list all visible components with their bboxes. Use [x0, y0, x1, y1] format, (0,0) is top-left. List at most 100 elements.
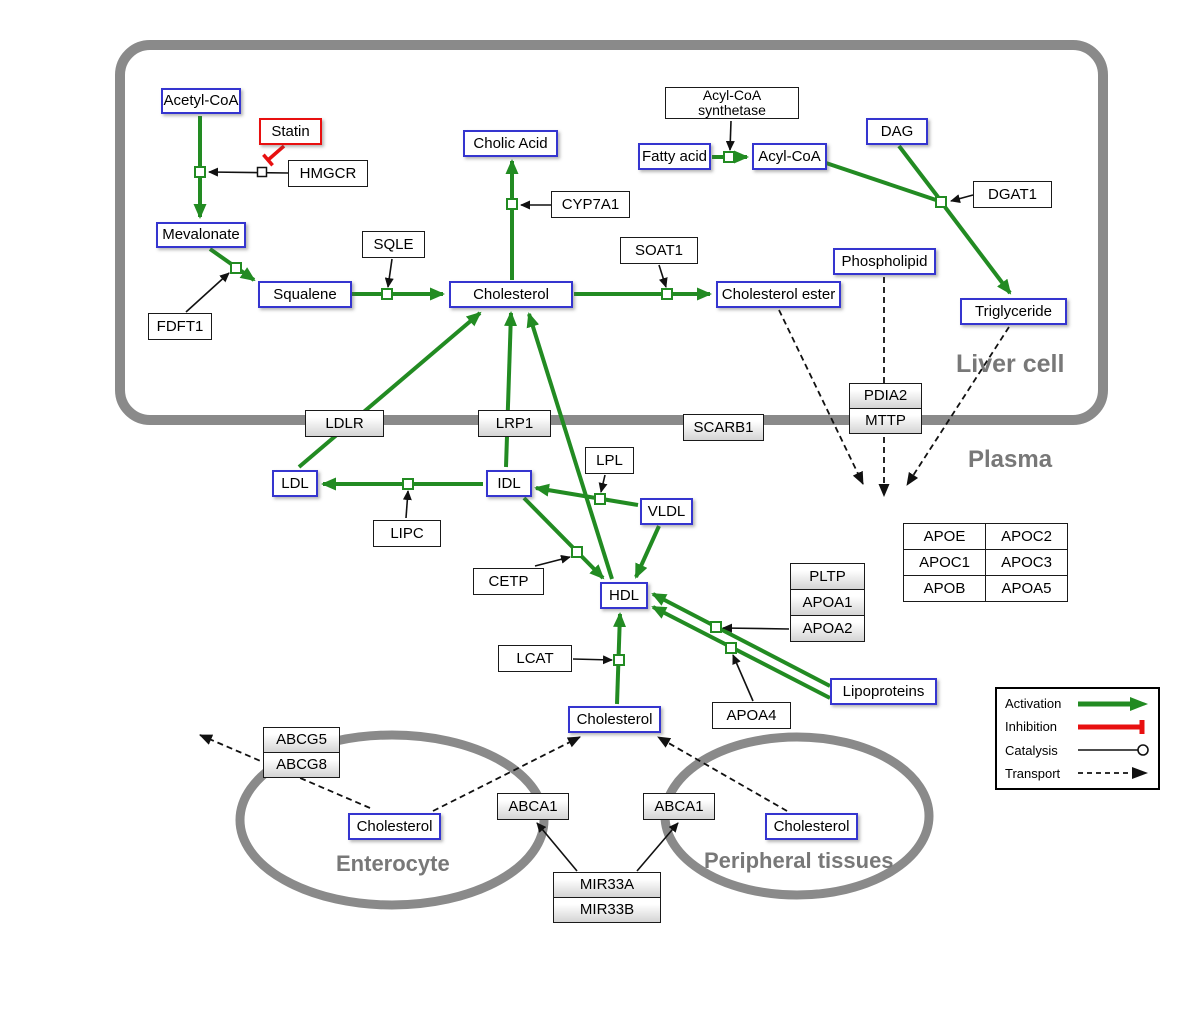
- node-lpl[interactable]: LPL: [585, 447, 634, 474]
- transport-peripheral-cholesterol-to-plasma: [657, 736, 788, 812]
- reaction-node-acs: [723, 151, 735, 163]
- node-soat1[interactable]: SOAT1: [620, 237, 698, 264]
- node-abca1-peripheral[interactable]: ABCA1: [643, 793, 715, 820]
- node-sqle[interactable]: SQLE: [362, 231, 425, 258]
- node-fatty-acid[interactable]: Fatty acid: [638, 143, 711, 170]
- node-apob[interactable]: APOB: [904, 576, 986, 602]
- node-apoa4[interactable]: APOA4: [712, 702, 791, 729]
- catalysis-apoa4: [732, 654, 754, 702]
- inhibition-tee-head: [262, 153, 274, 167]
- catalysis-acylcoa-synthetase: [725, 120, 735, 151]
- node-cholesterol-peripheral[interactable]: Cholesterol: [765, 813, 858, 840]
- catalysis-fdft1: [185, 272, 230, 313]
- catalysis-soat1: [658, 264, 668, 288]
- reaction-node-hmgcr: [194, 166, 206, 178]
- node-acyl-coa[interactable]: Acyl-CoA: [752, 143, 827, 170]
- legend: Activation Inhibition Catalysis Transpor…: [995, 687, 1160, 790]
- node-vldl[interactable]: VLDL: [640, 498, 693, 525]
- node-acetyl-coa[interactable]: Acetyl-CoA: [161, 88, 241, 114]
- reaction-node-apoa-lower: [725, 642, 737, 654]
- reaction-node-dgat1: [935, 196, 947, 208]
- activation-vldl-to-hdl: [634, 525, 661, 579]
- node-abcg8[interactable]: ABCG8: [263, 752, 340, 778]
- node-ldl[interactable]: LDL: [272, 470, 318, 497]
- catalysis-dgat1: [950, 194, 974, 203]
- catalysis-sqle: [384, 258, 394, 288]
- reaction-node-lipc: [402, 478, 414, 490]
- activation-acylcoa-to-dgat-node: [825, 161, 937, 202]
- node-abca1-enterocyte[interactable]: ABCA1: [497, 793, 569, 820]
- legend-transport-label: Transport: [1005, 765, 1061, 781]
- transport-triglyceride-to-plasma: [906, 326, 1010, 486]
- activation-idl-to-liver-cholesterol: [504, 311, 518, 468]
- node-ldlr[interactable]: LDLR: [305, 410, 384, 437]
- node-apoa1[interactable]: APOA1: [790, 589, 865, 616]
- node-apoc1[interactable]: APOC1: [904, 550, 986, 576]
- node-apoa2[interactable]: APOA2: [790, 615, 865, 642]
- node-idl[interactable]: IDL: [486, 470, 532, 497]
- node-apoc2[interactable]: APOC2: [986, 524, 1068, 550]
- node-apoe[interactable]: APOE: [904, 524, 986, 550]
- node-cetp[interactable]: CETP: [473, 568, 544, 595]
- node-dgat1[interactable]: DGAT1: [973, 181, 1052, 208]
- node-cholesterol-plasma[interactable]: Cholesterol: [568, 706, 661, 733]
- node-fdft1[interactable]: FDFT1: [148, 313, 212, 340]
- node-mir33b[interactable]: MIR33B: [553, 897, 661, 923]
- node-mir33a[interactable]: MIR33A: [553, 872, 661, 898]
- reaction-node-lpl: [594, 493, 606, 505]
- node-triglyceride[interactable]: Triglyceride: [960, 298, 1067, 325]
- liver-cell-label: Liver cell: [956, 350, 1065, 378]
- node-apoa5[interactable]: APOA5: [986, 576, 1068, 602]
- node-cholic-acid[interactable]: Cholic Acid: [463, 130, 558, 157]
- node-abcg5[interactable]: ABCG5: [263, 727, 340, 753]
- inhibition-statin-to-hmgcr: [266, 144, 286, 162]
- node-acyl-coa-synthetase[interactable]: Acyl-CoA synthetase: [665, 87, 799, 119]
- node-dag[interactable]: DAG: [866, 118, 928, 145]
- node-phospholipid[interactable]: Phospholipid: [833, 248, 936, 275]
- node-lipc[interactable]: LIPC: [373, 520, 441, 547]
- node-pdia2[interactable]: PDIA2: [849, 383, 922, 409]
- node-lcat[interactable]: LCAT: [498, 645, 572, 672]
- activation-lipoproteins-to-hdl-upper: [651, 592, 831, 688]
- node-pltp[interactable]: PLTP: [790, 563, 865, 590]
- reaction-node-sqle: [381, 288, 393, 300]
- catalysis-lpl: [598, 474, 608, 493]
- node-scarb1[interactable]: SCARB1: [683, 414, 764, 441]
- node-lrp1[interactable]: LRP1: [478, 410, 551, 437]
- plasma-label: Plasma: [968, 446, 1053, 473]
- reaction-node-fdft1: [230, 262, 242, 274]
- node-apoc3[interactable]: APOC3: [986, 550, 1068, 576]
- reaction-node-lcat: [613, 654, 625, 666]
- reaction-node-cetp: [571, 546, 583, 558]
- hmgcr-catalysis-port: [256, 166, 268, 178]
- legend-row-activation: Activation: [1005, 694, 1150, 714]
- legend-row-transport: Transport: [1005, 763, 1150, 783]
- node-cholesterol-liver[interactable]: Cholesterol: [449, 281, 573, 308]
- catalysis-mir33-to-abca1-enterocyte: [536, 822, 578, 872]
- node-mttp[interactable]: MTTP: [849, 408, 922, 434]
- node-cholesterol-enterocyte[interactable]: Cholesterol: [348, 813, 441, 840]
- catalysis-apoa-complex: [722, 623, 790, 633]
- node-hmgcr[interactable]: HMGCR: [288, 160, 368, 187]
- node-cyp7a1[interactable]: CYP7A1: [551, 191, 630, 218]
- apo-table: APOE APOC2 APOC1 APOC3 APOB APOA5: [903, 523, 1068, 602]
- node-lipoproteins[interactable]: Lipoproteins: [830, 678, 937, 705]
- node-squalene[interactable]: Squalene: [258, 281, 352, 308]
- activation-vldl-to-idl: [534, 483, 639, 507]
- activation-dgat-node-to-triglyceride: [943, 205, 1012, 295]
- node-hdl[interactable]: HDL: [600, 582, 648, 609]
- node-mevalonate[interactable]: Mevalonate: [156, 222, 246, 248]
- activation-ldl-to-liver-cholesterol: [297, 311, 482, 469]
- activation-arrow-symbol: [1078, 696, 1148, 711]
- activation-hdl-to-liver-cholesterol: [526, 312, 614, 580]
- inhibition-tee-symbol: [1078, 719, 1145, 734]
- catalysis-hmgcr: [208, 167, 289, 177]
- legend-inhibition-label: Inhibition: [1005, 719, 1058, 735]
- legend-activation-label: Activation: [1005, 696, 1062, 712]
- legend-catalysis-label: Catalysis: [1005, 742, 1058, 758]
- enterocyte-label: Enterocyte: [336, 851, 450, 876]
- node-cholesterol-ester[interactable]: Cholesterol ester: [716, 281, 841, 308]
- node-statin[interactable]: Statin: [259, 118, 322, 145]
